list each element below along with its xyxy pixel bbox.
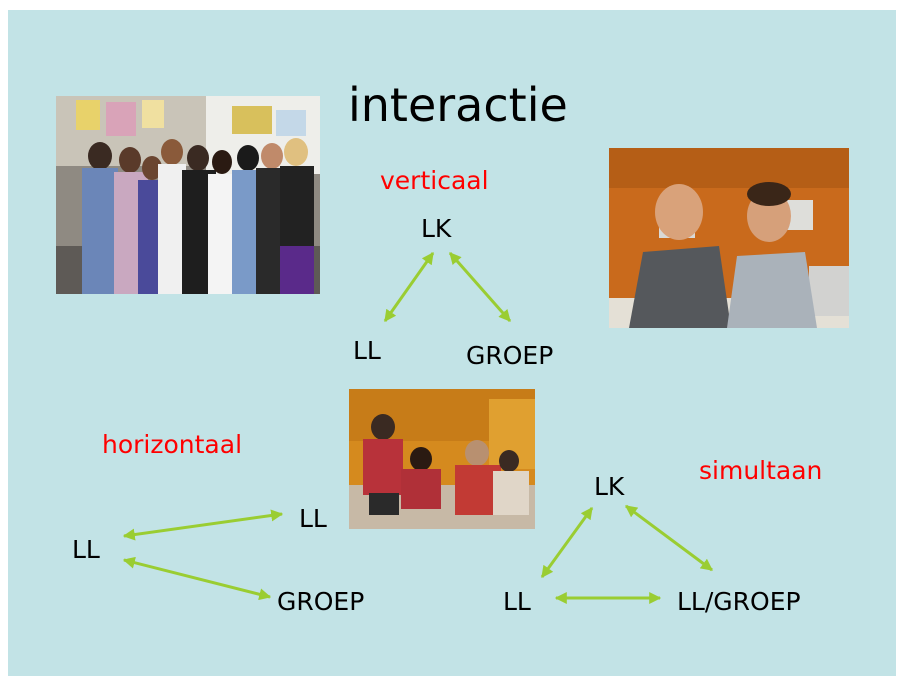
arrow-lk-groep-simultaneous	[625, 504, 713, 572]
arrow-lk-ll-vertical	[383, 252, 435, 322]
node-ll-groep-simultaneous: LL/GROEP	[677, 587, 801, 616]
arrow-ll-ll-horizontal	[122, 509, 284, 541]
label-horizontaal: horizontaal	[102, 430, 243, 459]
arrow-lk-ll-simultaneous	[540, 507, 594, 578]
node-ll-right-horizontal: LL	[299, 504, 327, 533]
node-ll-left-horizontal: LL	[72, 535, 100, 564]
teacher-and-student-photo	[609, 148, 849, 328]
node-ll-vertical: LL	[353, 336, 381, 365]
label-simultaan: simultaan	[699, 456, 823, 485]
node-lk-vertical: LK	[421, 214, 452, 243]
node-groep-horizontal: GROEP	[277, 587, 365, 616]
label-verticaal: verticaal	[380, 166, 489, 195]
arrow-lk-groep-vertical	[448, 252, 512, 322]
group-of-students-photo	[56, 96, 320, 294]
slide-title: interactie	[348, 78, 568, 132]
node-ll-simultaneous: LL	[503, 587, 531, 616]
node-lk-simultaneous: LK	[594, 472, 625, 501]
arrow-ll-groep-horizontal	[122, 556, 272, 601]
node-groep-vertical: GROEP	[466, 341, 554, 370]
students-working-photo	[349, 389, 535, 529]
